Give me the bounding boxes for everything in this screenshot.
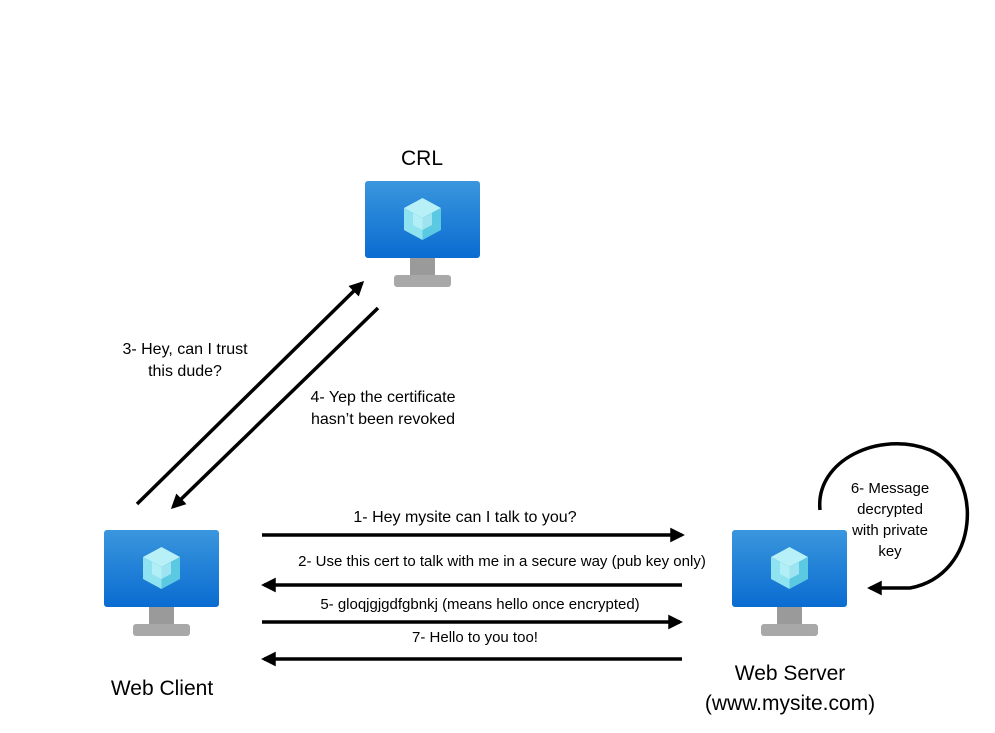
step-6-line-3: with private: [852, 522, 928, 539]
arrow-step-4: [170, 306, 380, 510]
web-server-domain-label: (www.mysite.com): [704, 692, 876, 715]
step-3-line-1: 3- Hey, can I trust: [122, 341, 248, 358]
web-client-node[interactable]: [104, 530, 219, 636]
step-4-line-1: 4- Yep the certificate: [310, 389, 456, 406]
step-6-line-2: decrypted: [857, 501, 923, 518]
crl-node[interactable]: [365, 181, 480, 287]
virtual-machine-monitor-icon: [104, 530, 219, 636]
step-1-label: 1- Hey mysite can I talk to you?: [353, 509, 577, 526]
step-5-label: 5- gloqjgjgdfgbnkj (means hello once enc…: [320, 596, 640, 613]
step-6-label: 6- Message decrypted with private key: [838, 478, 942, 562]
web-server-node[interactable]: [732, 530, 847, 636]
virtual-machine-monitor-icon: [365, 181, 480, 287]
crl-label: CRL: [400, 147, 443, 170]
step-4-label: 4- Yep the certificate hasn’t been revok…: [290, 387, 476, 431]
step-6-line-1: 6- Message: [850, 480, 930, 497]
web-server-label: Web Server: [734, 662, 846, 685]
virtual-machine-monitor-icon: [732, 530, 847, 636]
step-3-line-2: this dude?: [148, 363, 222, 380]
step-3-label: 3- Hey, can I trust this dude?: [100, 339, 270, 383]
arrow-step-3: [135, 280, 365, 506]
step-7-label: 7- Hello to you too!: [412, 629, 538, 646]
step-2-label: 2- Use this cert to talk with me in a se…: [298, 553, 706, 570]
web-client-label: Web Client: [110, 677, 214, 700]
arrow-step-6-loop: [818, 441, 970, 596]
step-4-line-2: hasn’t been revoked: [310, 411, 456, 428]
step-6-line-4: key: [878, 543, 902, 560]
